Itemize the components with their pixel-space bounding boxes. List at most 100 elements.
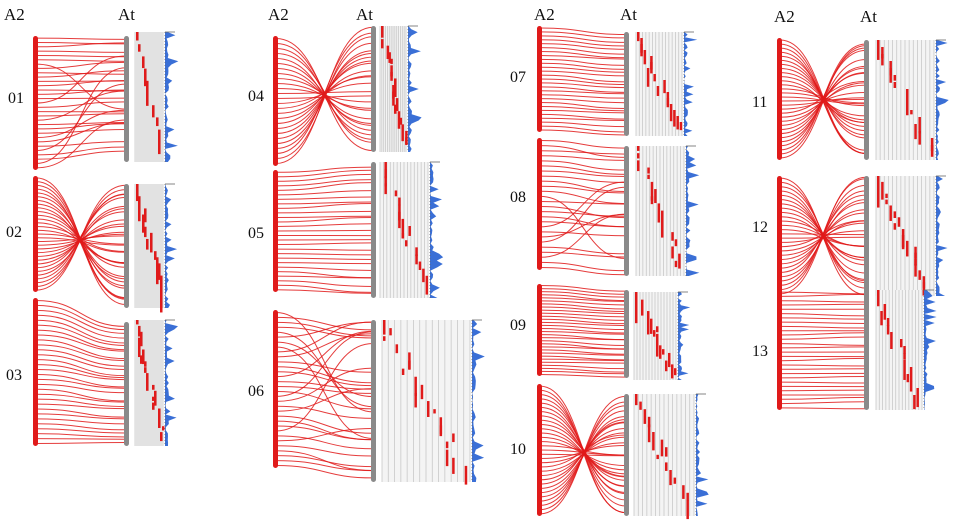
dot-plot-panel bbox=[134, 184, 164, 313]
synteny-links bbox=[779, 291, 867, 410]
synteny-link bbox=[275, 280, 374, 287]
dot-plot-hit bbox=[635, 303, 638, 324]
dot-plot-hit bbox=[914, 258, 917, 266]
a2-chromosome-bar bbox=[777, 176, 782, 296]
synteny-link bbox=[539, 43, 627, 50]
synteny-link bbox=[275, 455, 374, 468]
a2-chromosome-bar bbox=[537, 284, 542, 376]
synteny-link bbox=[35, 89, 127, 92]
dot-plot-hit bbox=[401, 124, 404, 142]
dot-plot-hit bbox=[656, 341, 659, 357]
dot-plot-hit bbox=[156, 269, 159, 285]
synteny-links bbox=[539, 27, 627, 136]
synteny-link bbox=[275, 210, 374, 214]
synteny-link bbox=[35, 54, 127, 58]
dot-plot-hit bbox=[422, 268, 425, 283]
dot-plot-hit bbox=[893, 211, 897, 219]
chromosome-label-02: 02 bbox=[6, 224, 22, 241]
synteny-link bbox=[275, 248, 374, 251]
at-chromosome-bar bbox=[124, 36, 129, 162]
dot-plot-hit bbox=[395, 344, 399, 354]
synteny-links bbox=[779, 176, 867, 296]
synteny-link bbox=[539, 185, 627, 194]
dot-plot-hit bbox=[152, 402, 155, 410]
dot-plot-hit bbox=[415, 247, 418, 257]
chromosome-label-01: 01 bbox=[8, 90, 24, 107]
dot-plot-hit bbox=[136, 32, 139, 41]
dot-plot-panel bbox=[633, 292, 677, 380]
dot-plot-hit bbox=[150, 245, 153, 252]
dot-plot-hit bbox=[885, 199, 888, 205]
synteny-link bbox=[779, 346, 867, 349]
dot-plot-hit bbox=[425, 275, 429, 284]
chromosome-label-03: 03 bbox=[6, 367, 22, 384]
density-profile bbox=[936, 176, 948, 296]
synteny-link bbox=[539, 213, 627, 258]
at-chromosome-bar bbox=[124, 322, 129, 446]
synteny-link bbox=[35, 354, 127, 371]
synteny-link bbox=[35, 369, 127, 381]
dot-plot-hit bbox=[144, 68, 147, 87]
dot-plot-hit bbox=[893, 75, 897, 81]
synteny-link bbox=[539, 309, 627, 315]
dot-plot-hit bbox=[384, 183, 387, 195]
synteny-link bbox=[539, 221, 627, 228]
dot-plot-hit bbox=[881, 54, 884, 66]
dot-plot-hit bbox=[671, 232, 674, 241]
dot-plot-hit bbox=[877, 297, 880, 307]
dot-plot-hit bbox=[136, 190, 139, 202]
dot-plot-hit bbox=[156, 117, 159, 127]
chromosome-label-13: 13 bbox=[752, 343, 768, 360]
synteny-link bbox=[275, 331, 374, 397]
dot-plot-hit bbox=[390, 65, 393, 77]
synteny-link bbox=[539, 31, 627, 39]
dot-plot-hit bbox=[414, 376, 417, 397]
synteny-link bbox=[539, 82, 627, 89]
synteny-link bbox=[779, 336, 867, 340]
dot-plot-hit bbox=[146, 379, 149, 391]
dot-plot-hit bbox=[901, 234, 905, 250]
at-chromosome-bar bbox=[371, 26, 376, 152]
synteny-link bbox=[275, 201, 374, 205]
dot-plot-hit bbox=[394, 190, 398, 197]
column-3: A2 At 07 08 09 10 bbox=[510, 5, 709, 520]
synteny-link bbox=[275, 371, 374, 387]
dot-plot-hit bbox=[647, 167, 650, 174]
dot-plot-hit bbox=[394, 104, 397, 114]
synteny-link bbox=[539, 352, 627, 356]
dot-plot-hit bbox=[637, 146, 640, 151]
chromosome-block-04: 04 bbox=[248, 25, 422, 166]
synteny-link bbox=[539, 94, 627, 99]
synteny-link bbox=[779, 291, 867, 295]
synteny-link bbox=[539, 117, 627, 121]
synteny-link bbox=[275, 275, 374, 279]
synteny-link bbox=[539, 160, 627, 171]
synteny-link bbox=[539, 51, 627, 59]
column-3-at-header: At bbox=[620, 5, 637, 24]
dot-plot-hit bbox=[686, 492, 689, 501]
dot-plot-hit bbox=[138, 337, 141, 345]
synteny-link bbox=[779, 293, 867, 297]
synteny-link bbox=[35, 55, 127, 104]
dot-plot-hit bbox=[146, 80, 149, 96]
synteny-link bbox=[539, 98, 627, 104]
synteny-link bbox=[539, 358, 627, 362]
dot-plot-hit bbox=[647, 424, 651, 443]
synteny-link bbox=[539, 66, 627, 73]
synteny-link bbox=[779, 199, 867, 278]
synteny-link bbox=[539, 195, 627, 260]
dot-plot-panel bbox=[379, 162, 429, 298]
synteny-link bbox=[539, 186, 627, 243]
chromosome-label-11: 11 bbox=[752, 94, 767, 111]
synteny-link bbox=[539, 39, 627, 47]
column-1-at-header: At bbox=[118, 5, 135, 24]
dot-plot-hit bbox=[668, 356, 671, 368]
synteny-link bbox=[35, 393, 127, 403]
dot-plot-hit bbox=[647, 174, 650, 180]
chromosome-label-09: 09 bbox=[510, 317, 526, 334]
dot-plot-hit bbox=[138, 202, 141, 222]
synteny-link bbox=[35, 359, 127, 377]
synteny-link bbox=[35, 222, 127, 264]
synteny-link bbox=[35, 109, 127, 139]
dot-plot-hit bbox=[880, 311, 883, 326]
